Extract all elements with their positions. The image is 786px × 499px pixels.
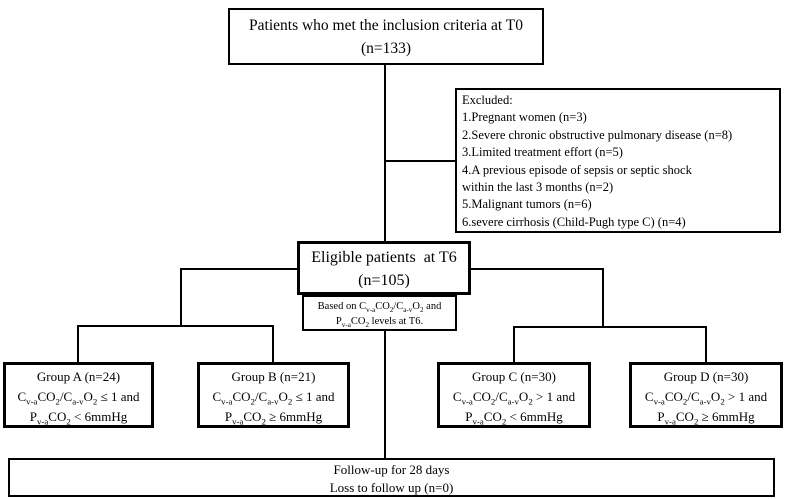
- excluded-box: Excluded: 1.Pregnant women (n=3) 2.Sever…: [455, 88, 781, 233]
- connector-to-group-d: [705, 326, 707, 362]
- inclusion-line1: Patients who met the inclusion criteria …: [249, 17, 523, 34]
- group-a-criterion-1: Cv-aCO2/Ca-vO2 ≤ 1 and: [17, 389, 140, 407]
- connector-to-group-c: [513, 326, 515, 362]
- criteria-line2: Pv-aCO2 levels at T6.: [335, 316, 424, 330]
- group-b-criterion-2: Pv-aCO2 ≥ 6mmHg: [224, 409, 323, 427]
- group-b-criterion-1: Cv-aCO2/Ca-vO2 ≤ 1 and: [212, 389, 335, 407]
- group-c-box: Group C (n=30) Cv-aCO2/Ca-vO2 > 1 and Pv…: [437, 362, 591, 428]
- connector-to-group-b: [272, 325, 274, 362]
- group-c-criterion-1: Cv-aCO2/Ca-vO2 > 1 and: [452, 389, 576, 407]
- connector-left-branch-vertical: [180, 268, 182, 327]
- connector-right-branch-horizontal: [471, 268, 604, 270]
- eligible-patients-box: Eligible patients at T6 (n=105): [297, 241, 471, 295]
- connector-to-excluded: [385, 160, 455, 162]
- group-d-criterion-2: Pv-aCO2 ≥ 6mmHg: [657, 409, 755, 427]
- excluded-item: 2.Severe chronic obstructive pulmonary d…: [462, 127, 733, 142]
- connector-to-followup: [384, 331, 386, 458]
- excluded-item: 6.severe cirrhosis (Child-Pugh type C) (…: [462, 214, 686, 229]
- inclusion-criteria-box: Patients who met the inclusion criteria …: [228, 8, 544, 65]
- group-d-criterion-1: Cv-aCO2/Ca-vO2 > 1 and: [644, 389, 768, 407]
- group-b-title: Group B (n=21): [231, 369, 316, 384]
- followup-box: Follow-up for 28 days Loss to follow up …: [8, 458, 775, 497]
- followup-line2: Loss to follow up (n=0): [329, 480, 454, 495]
- connector-to-group-a: [77, 325, 79, 362]
- grouping-criteria-box: Based on Cv-aCO2/Ca-vO2 and Pv-aCO2 leve…: [302, 295, 457, 331]
- group-d-box: Group D (n=30) Cv-aCO2/Ca-vO2 > 1 and Pv…: [629, 362, 783, 428]
- excluded-item: 3.Limited treatment effort (n=5): [462, 145, 623, 160]
- group-a-criterion-2: Pv-aCO2 < 6mmHg: [29, 409, 128, 427]
- group-a-title: Group A (n=24): [36, 369, 121, 384]
- connector-left-split-bar: [77, 325, 274, 327]
- connector-right-branch-vertical: [602, 268, 604, 328]
- eligible-count: (n=105): [358, 272, 410, 289]
- group-c-title: Group C (n=30): [472, 369, 556, 384]
- excluded-item: 1.Pregnant women (n=3): [462, 110, 587, 125]
- connector-inclusion-to-eligible: [384, 65, 386, 241]
- excluded-title: Excluded:: [462, 93, 513, 107]
- group-b-box: Group B (n=21) Cv-aCO2/Ca-vO2 ≤ 1 and Pv…: [197, 362, 350, 428]
- eligible-line1: Eligible patients at T6: [311, 249, 457, 266]
- followup-line1: Follow-up for 28 days: [333, 462, 450, 477]
- connector-left-branch-horizontal: [180, 268, 297, 270]
- excluded-item: 4.A previous episode of sepsis or septic…: [462, 162, 692, 177]
- connector-right-split-bar: [513, 326, 707, 328]
- group-d-title: Group D (n=30): [663, 369, 749, 384]
- group-a-box: Group A (n=24) Cv-aCO2/Ca-vO2 ≤ 1 and Pv…: [3, 362, 154, 428]
- excluded-item: 5.Malignant tumors (n=6): [462, 197, 592, 212]
- excluded-item-continuation: within the last 3 months (n=2): [462, 180, 614, 195]
- group-c-criterion-2: Pv-aCO2 < 6mmHg: [465, 409, 563, 427]
- inclusion-count: (n=133): [360, 40, 412, 57]
- criteria-line1: Based on Cv-aCO2/Ca-vO2 and: [317, 301, 442, 315]
